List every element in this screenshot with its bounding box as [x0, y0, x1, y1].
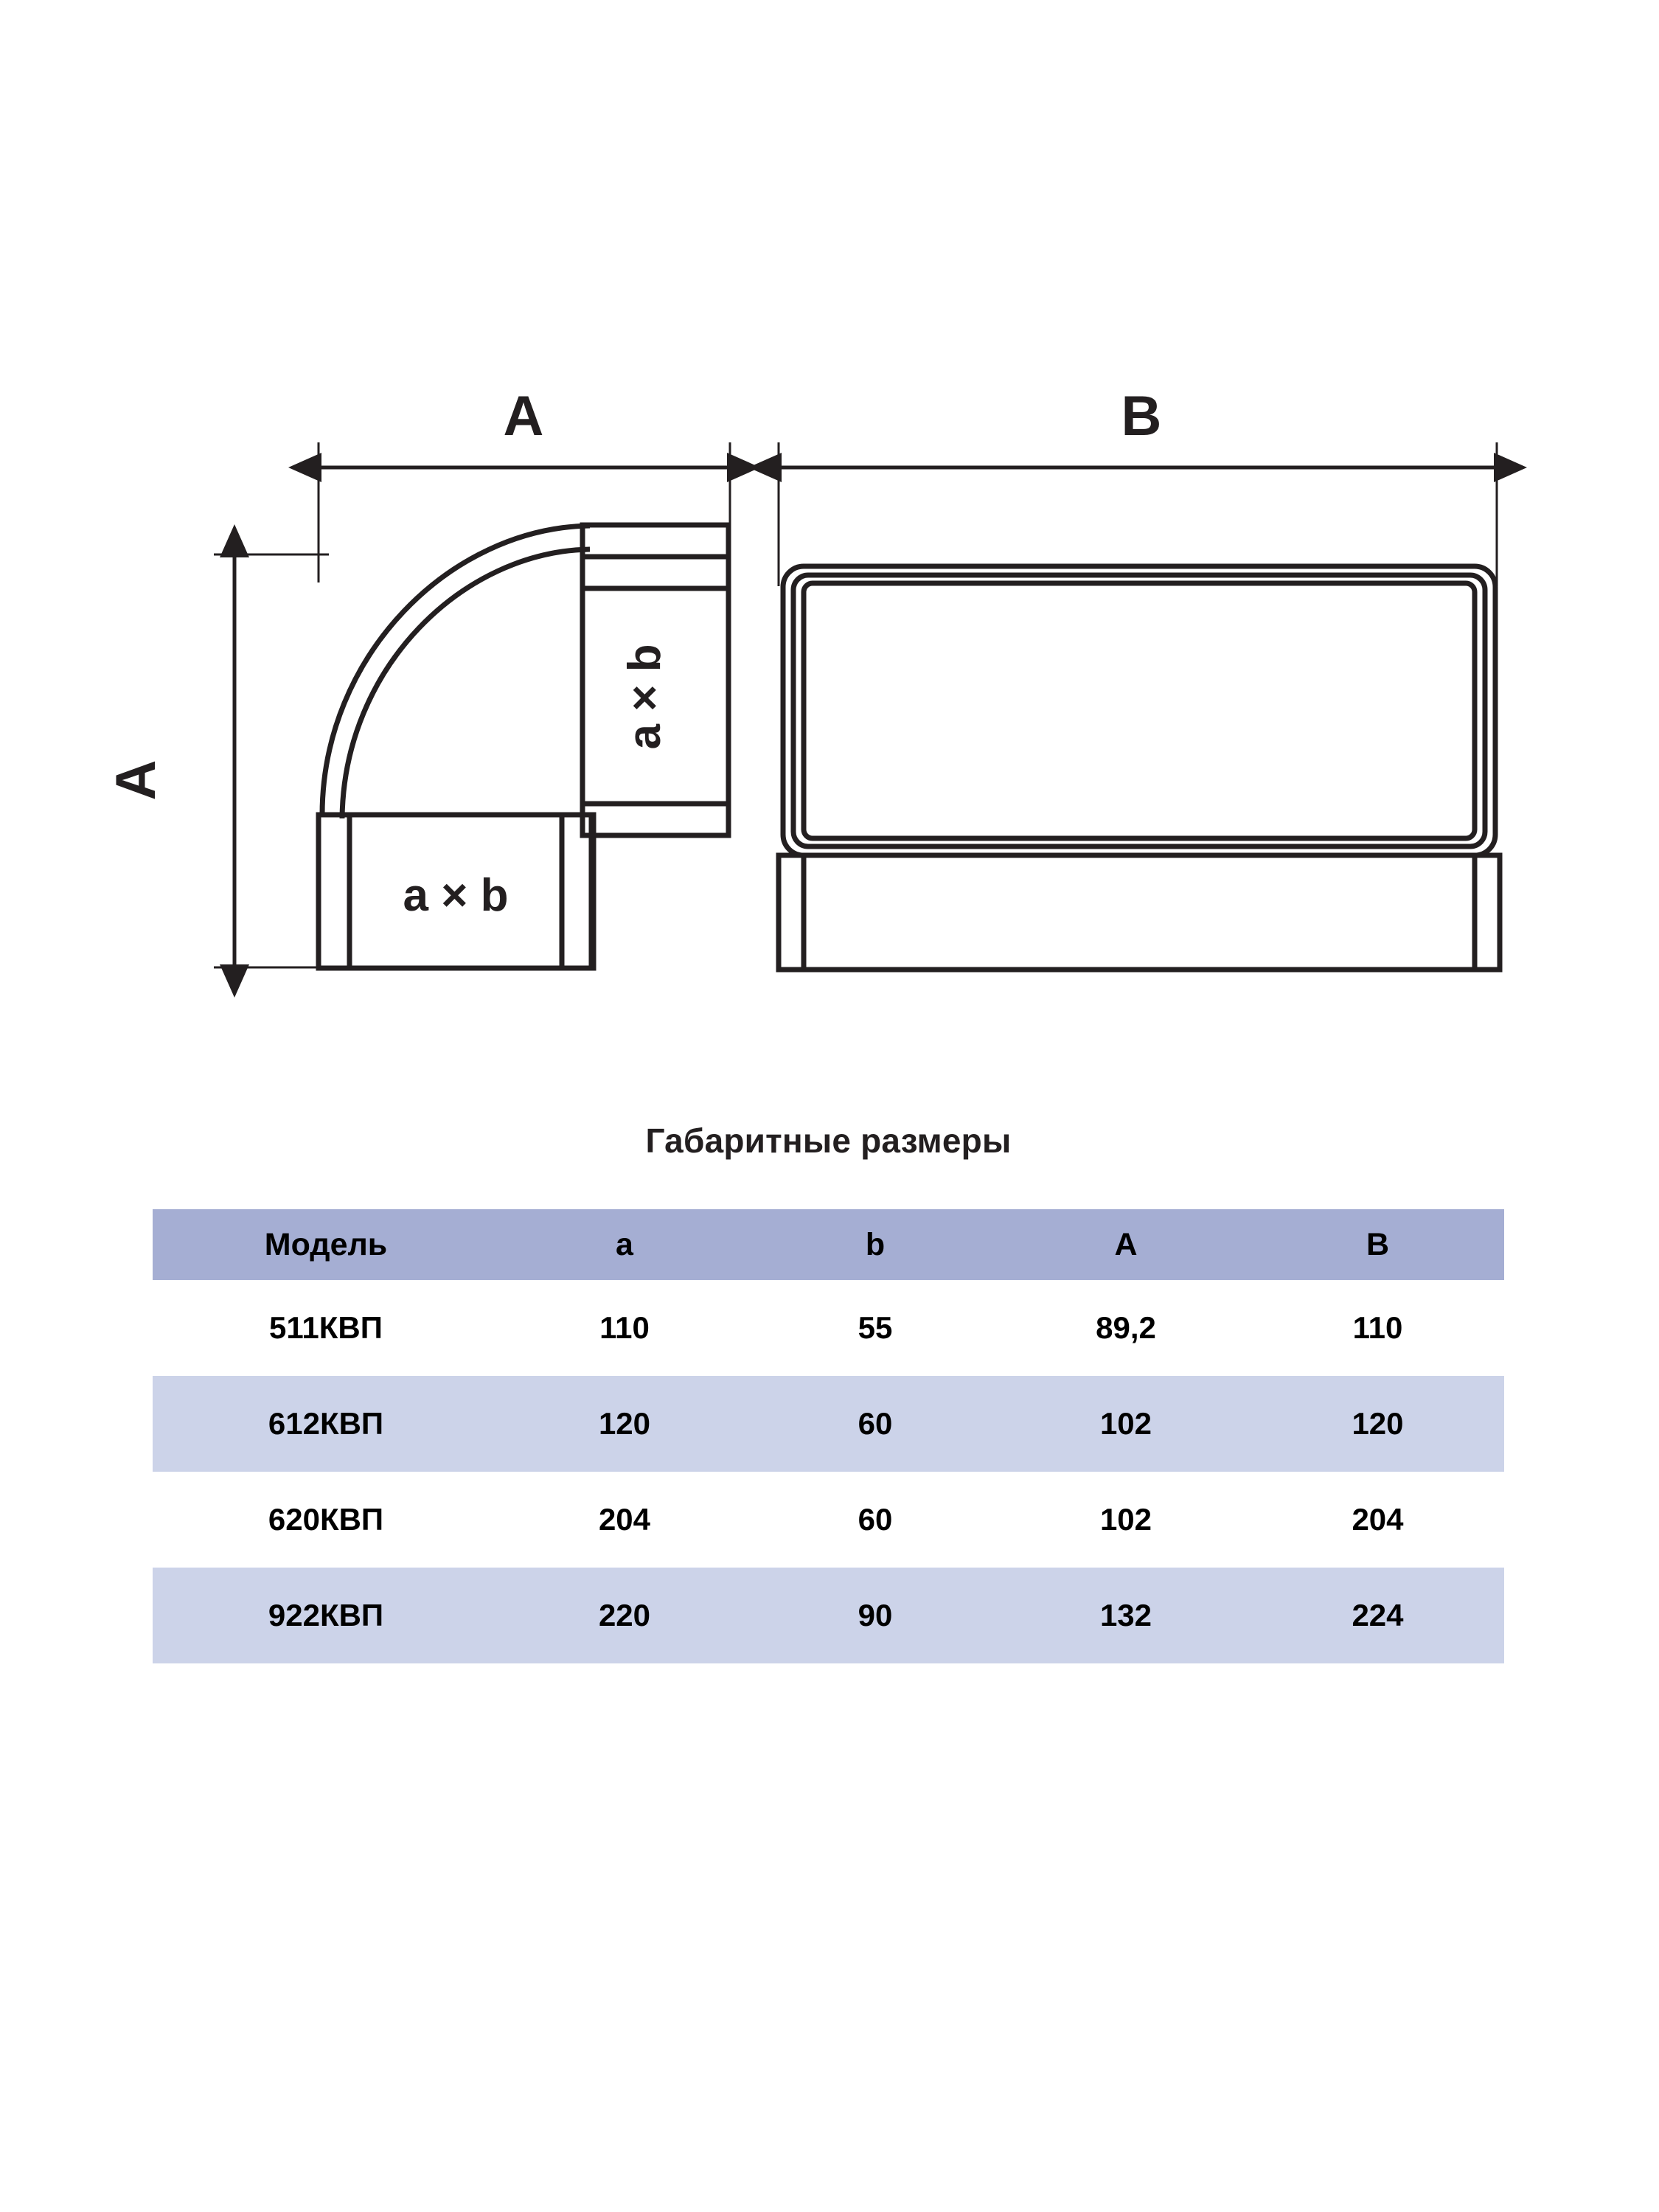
cell-model: 620КВП	[268, 1502, 384, 1537]
cell-b: 60	[858, 1406, 893, 1441]
dim-label-A-horizontal: A	[504, 385, 544, 448]
cell-model: 922КВП	[268, 1598, 384, 1632]
column-header-model: Модель	[153, 1209, 499, 1280]
table-row: 612КВП 120 60 102 120	[153, 1376, 1504, 1472]
cell-B: 120	[1352, 1406, 1404, 1441]
dim-label-A-vertical: A	[105, 760, 167, 801]
cell-B: 110	[1352, 1310, 1403, 1345]
cell-b: 55	[858, 1310, 893, 1345]
port-label-vertical: a × b	[619, 644, 670, 749]
cell-B: 204	[1352, 1502, 1404, 1537]
table-row: 511КВП 110 55 89,2 110	[153, 1280, 1504, 1376]
cell-a: 220	[598, 1598, 651, 1632]
cell-a: 204	[598, 1502, 651, 1537]
dimensions-table: Модель a b A B 511КВП 110 55 89,2 110 61…	[153, 1209, 1504, 1663]
column-header-B: B	[1251, 1209, 1504, 1280]
cell-a: 110	[599, 1310, 650, 1345]
cell-A: 102	[1099, 1406, 1152, 1441]
table-header-row: Модель a b A B	[153, 1209, 1504, 1280]
port-label-horizontal: a × b	[403, 870, 508, 921]
table-row: 922КВП 220 90 132 224	[153, 1568, 1504, 1663]
page-title: Габаритные размеры	[645, 1121, 1012, 1160]
cell-model: 511КВП	[269, 1310, 383, 1345]
column-header-b: b	[750, 1209, 1001, 1280]
front-face-outline	[776, 563, 1503, 973]
cell-b: 90	[858, 1598, 893, 1632]
cell-B: 224	[1352, 1598, 1404, 1632]
cell-b: 60	[858, 1502, 893, 1537]
elbow-bend	[319, 523, 591, 819]
elbow-outline	[316, 522, 731, 971]
column-header-a: a	[499, 1209, 750, 1280]
cell-a: 120	[598, 1406, 651, 1441]
cell-A: 102	[1099, 1502, 1152, 1537]
elbow-corner-joins	[580, 815, 594, 835]
dim-ext-line	[214, 553, 329, 969]
cell-model: 612КВП	[268, 1406, 384, 1441]
table-row: 620КВП 204 60 102 204	[153, 1472, 1504, 1568]
column-header-A: A	[1001, 1209, 1251, 1280]
cell-A: 132	[1099, 1598, 1152, 1632]
cell-A: 89,2	[1096, 1310, 1156, 1345]
technical-drawing: A A B a × b a × b	[0, 0, 1659, 1069]
dim-label-B: B	[1121, 385, 1162, 448]
